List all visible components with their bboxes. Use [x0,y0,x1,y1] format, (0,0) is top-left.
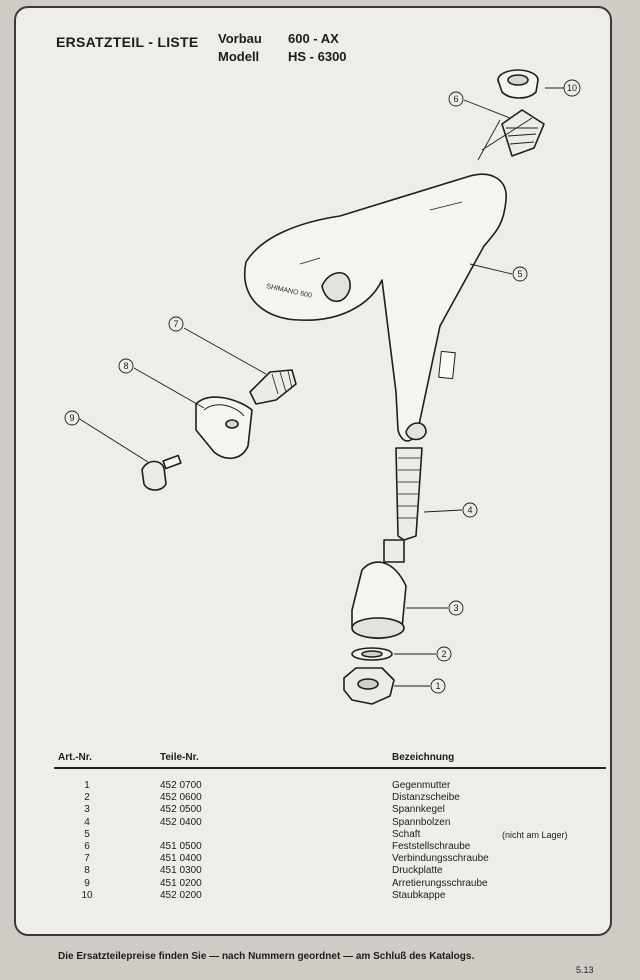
teile-nr-cell: 452 0600 [160,792,202,804]
bezeichnung-cell: Feststellschraube [392,840,471,852]
art-nr-cell: 9 [84,877,90,889]
page-frame [14,6,612,936]
locking-screw [141,460,167,491]
teile-nr-cell: 451 0200 [160,877,202,889]
table-row: 2 452 0600 Distanzscheibe [0,792,640,804]
art-nr-cell: 8 [84,865,90,877]
callout-9: 9 [64,410,80,426]
table-row: 4 452 0400 Spannbolzen [0,817,640,829]
stem-label-plate [438,350,456,380]
header-rule [54,767,606,769]
callouts: 1 2 3 4 5 6 7 8 9 10 [64,79,581,694]
svg-text:6: 6 [453,94,458,104]
svg-text:10: 10 [567,83,577,93]
header-labels: Vorbau Modell [218,30,262,66]
table-row: 9 451 0200 Arretierungsschraube [0,878,640,890]
bezeichnung-cell: Spannbolzen [392,816,451,828]
teile-nr-cell: 451 0400 [160,853,202,865]
table-row: 6 451 0500 Feststellschraube [0,841,640,853]
svg-text:8: 8 [123,361,128,371]
pressure-plate [195,396,253,459]
callout-7: 7 [168,316,184,332]
table-row: 1 452 0700 Gegenmutter [0,780,640,792]
callout-2: 2 [436,646,452,662]
teile-nr-cell: 452 0700 [160,780,202,791]
art-nr-cell: 2 [84,792,90,804]
parts-table: 1 452 0700 Gegenmutter 2 452 0600 Distanzsche… [0,780,640,902]
callout-4: 4 [462,502,478,518]
art-nr-cell: 1 [84,780,90,791]
bezeichnung-cell: Schaft [392,828,421,840]
art-nr-cell: 4 [84,816,90,828]
svg-text:7: 7 [173,319,178,329]
callout-10: 10 [563,79,581,97]
vorbau-value: 600 - AX [288,31,339,46]
header-art-nr: Art.-Nr. [58,752,92,763]
header-bezeichnung: Bezeichnung [392,752,455,763]
callout-6: 6 [448,91,464,107]
page-number: 5.13 [576,965,594,975]
teile-nr-cell: 451 0300 [160,865,202,877]
stock-note: (nicht am Lager) [502,830,568,840]
header-values: 600 - AX HS - 6300 [288,30,347,66]
svg-text:3: 3 [453,603,458,613]
art-nr-cell: 5 [84,828,90,840]
stem-bore-top [321,271,351,303]
teile-nr-cell: 452 0200 [160,889,202,901]
callout-8: 8 [118,358,134,374]
footer-note: Die Ersatzteilepreise finden Sie — nach … [58,951,475,962]
bezeichnung-cell: Gegenmutter [392,780,451,791]
callout-3: 3 [448,600,464,616]
svg-text:9: 9 [69,413,74,423]
art-nr-cell: 3 [84,804,90,816]
table-row: 10 452 0200 Staubkappe [0,890,640,902]
bezeichnung-cell: Arretierungsschraube [392,877,488,889]
modell-label: Modell [218,49,260,64]
table-row: 8 451 0300 Druckplatte [0,865,640,877]
art-nr-cell: 6 [84,840,90,852]
exploded-drawing: SHIMANO 600 1 2 3 4 5 6 7 8 9 10 [64,69,581,705]
table-row: 7 451 0400 Verbindungsschraube [0,853,640,865]
svg-text:5: 5 [517,269,522,279]
table-row: 5 Schaft [0,829,640,841]
bezeichnung-cell: Distanzscheibe [392,792,460,804]
art-nr-cell: 10 [81,889,93,901]
page-title: ERSATZTEIL - LISTE [56,34,199,50]
callout-5: 5 [512,266,528,282]
vorbau-label: Vorbau [218,31,262,46]
modell-value: HS - 6300 [288,49,347,64]
fixing-bolt [501,109,545,157]
stem-quill-bore [405,422,427,441]
bezeichnung-cell: Druckplatte [392,865,443,877]
parts-table-header: Art.-Nr. Teile-Nr. Bezeichnung [0,752,640,768]
connecting-screw [249,369,297,405]
header-teile-nr: Teile-Nr. [160,752,199,763]
callout-1: 1 [430,678,446,694]
table-row: 3 452 0500 Spannkegel [0,804,640,816]
teile-nr-cell: 452 0500 [160,804,202,816]
svg-text:1: 1 [435,681,440,691]
art-nr-cell: 7 [84,853,90,865]
bezeichnung-cell: Staubkappe [392,889,446,901]
svg-text:2: 2 [441,649,446,659]
teile-nr-cell: 452 0400 [160,816,202,828]
stem-body [243,173,507,442]
bezeichnung-cell: Spannkegel [392,804,445,816]
svg-text:4: 4 [467,505,472,515]
bezeichnung-cell: Verbindungsschraube [392,853,489,865]
teile-nr-cell: 451 0500 [160,840,202,852]
